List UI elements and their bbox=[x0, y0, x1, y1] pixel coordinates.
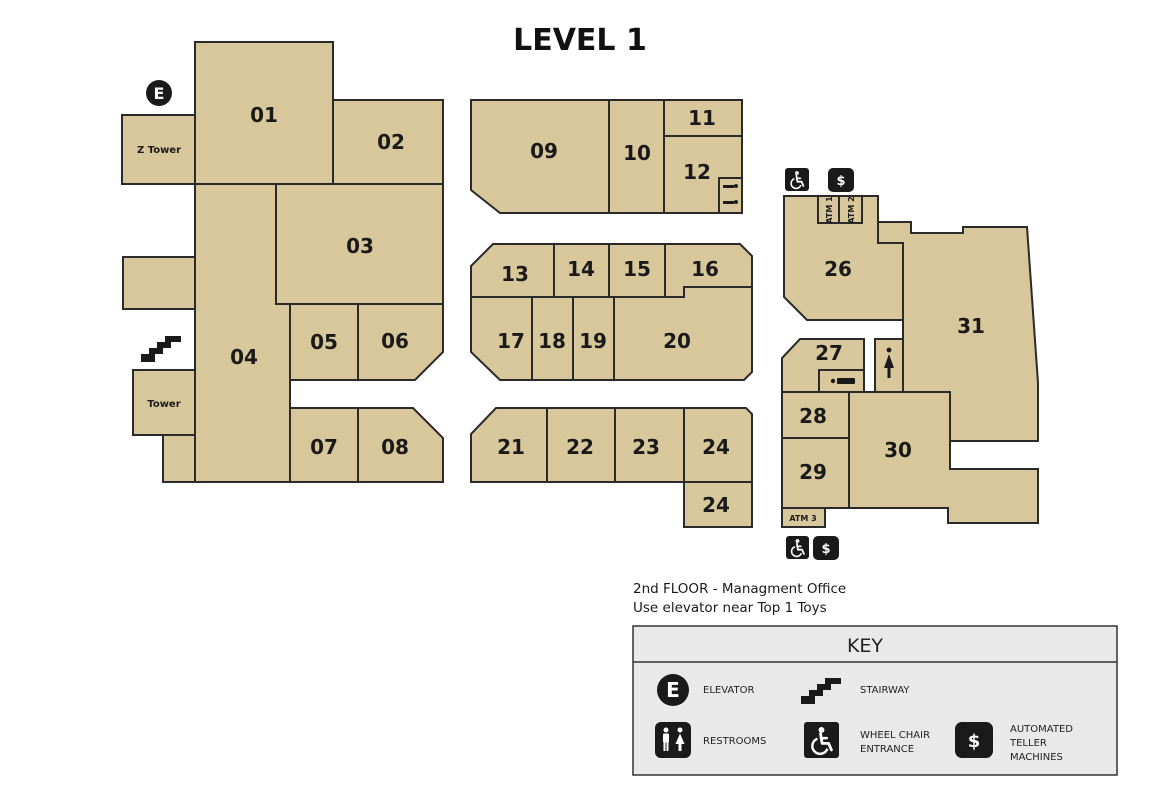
unit-01-label: 01 bbox=[250, 103, 278, 127]
key-restrooms-label: RESTROOMS bbox=[703, 736, 766, 747]
key-atm-label-2: TELLER bbox=[1009, 738, 1047, 749]
unit-09[interactable] bbox=[470, 99, 610, 214]
key-atm-label-3: MACHINES bbox=[1010, 752, 1063, 763]
unit-10-label: 10 bbox=[623, 141, 651, 165]
unit-12-label: 12 bbox=[683, 160, 711, 184]
restroom-icon[interactable] bbox=[818, 369, 865, 393]
unit-03[interactable] bbox=[275, 183, 444, 305]
west-annex[interactable] bbox=[122, 256, 196, 310]
unit-04[interactable] bbox=[194, 183, 291, 483]
key-box bbox=[632, 625, 1118, 776]
key-dollar-glyph: $ bbox=[968, 731, 981, 752]
dollar-icon-glyph: $ bbox=[821, 542, 830, 557]
unit-05-label: 05 bbox=[310, 330, 338, 354]
unit-06[interactable] bbox=[357, 303, 444, 381]
unit-20[interactable] bbox=[613, 286, 753, 381]
stairway-icon[interactable] bbox=[141, 336, 181, 362]
unit-19-label: 19 bbox=[579, 329, 607, 353]
unit-23-label: 23 bbox=[632, 435, 660, 459]
unit-17[interactable] bbox=[470, 296, 533, 381]
elevator-icon-glyph: E bbox=[154, 84, 165, 103]
unit-05[interactable] bbox=[289, 303, 359, 381]
unit-24-north-label: 24 bbox=[702, 435, 730, 459]
unit-31-label: 31 bbox=[957, 314, 985, 338]
map-key: KEY E ELEVATOR STAIRWAY RESTROOMS WHE bbox=[632, 625, 1118, 776]
management-note: 2nd FLOOR - Managment Office bbox=[633, 581, 846, 597]
tower-annex[interactable] bbox=[162, 434, 196, 483]
unit-31[interactable] bbox=[877, 221, 1039, 442]
unit-15-label: 15 bbox=[623, 257, 651, 281]
wheelchair-icon[interactable] bbox=[786, 536, 809, 559]
unit-06-label: 06 bbox=[381, 329, 409, 353]
atm-3[interactable] bbox=[781, 507, 826, 528]
unit-01[interactable] bbox=[194, 41, 334, 185]
unit-14-label: 14 bbox=[567, 257, 595, 281]
unit-19[interactable] bbox=[572, 296, 615, 381]
key-elevator-icon: E bbox=[657, 674, 689, 706]
dollar-icon[interactable]: $ bbox=[813, 536, 839, 560]
unit-17-label: 17 bbox=[497, 329, 525, 353]
map-title: LEVEL 1 bbox=[513, 23, 647, 58]
unit-20-label: 20 bbox=[663, 329, 691, 353]
unit-21-label: 21 bbox=[497, 435, 525, 459]
key-stairway-label: STAIRWAY bbox=[860, 685, 910, 696]
unit-26-label: 26 bbox=[824, 257, 852, 281]
unit-02[interactable] bbox=[332, 99, 444, 185]
unit-11-label: 11 bbox=[688, 106, 716, 130]
unit-28-label: 28 bbox=[799, 404, 827, 428]
z-tower[interactable] bbox=[121, 114, 196, 185]
atm-3-label: ATM 3 bbox=[789, 514, 816, 523]
key-dollar-icon: $ bbox=[955, 722, 993, 758]
wheelchair-icon[interactable] bbox=[785, 168, 809, 191]
unit-22[interactable] bbox=[546, 407, 616, 483]
key-wheelchair-label-2: ENTRANCE bbox=[860, 744, 914, 755]
z-tower-label: Z Tower bbox=[137, 145, 181, 156]
unit-18-label: 18 bbox=[538, 329, 566, 353]
key-restroom-icon bbox=[655, 722, 691, 758]
unit-23[interactable] bbox=[614, 407, 685, 483]
unit-03-label: 03 bbox=[346, 234, 374, 258]
key-elevator-glyph: E bbox=[666, 678, 680, 702]
unit-07-label: 07 bbox=[310, 435, 338, 459]
unit-29-label: 29 bbox=[799, 460, 827, 484]
atm-2[interactable] bbox=[838, 195, 863, 224]
unit-24-south[interactable] bbox=[683, 481, 753, 528]
unit-02-label: 02 bbox=[377, 130, 405, 154]
key-atm-label-1: AUTOMATED bbox=[1010, 724, 1073, 735]
key-title: KEY bbox=[847, 635, 883, 657]
unit-30-label: 30 bbox=[884, 438, 912, 462]
unit-24-south-label: 24 bbox=[702, 493, 730, 517]
atm-1-label: ATM 1 bbox=[825, 196, 834, 224]
elevator-icon[interactable]: E bbox=[146, 80, 172, 106]
unit-16-label: 16 bbox=[691, 257, 719, 281]
unit-21[interactable] bbox=[470, 407, 548, 483]
unit-24-north[interactable] bbox=[683, 407, 753, 483]
unit-11[interactable] bbox=[663, 99, 743, 137]
dollar-icon-glyph: $ bbox=[836, 174, 845, 189]
unit-08[interactable] bbox=[357, 407, 444, 483]
unit-30[interactable] bbox=[848, 391, 1039, 524]
tower[interactable] bbox=[132, 369, 196, 436]
restroom-icon[interactable] bbox=[718, 177, 743, 214]
key-wheelchair-icon bbox=[804, 722, 839, 758]
dollar-icon[interactable]: $ bbox=[828, 168, 854, 192]
unit-10[interactable] bbox=[608, 99, 665, 214]
key-elevator-label: ELEVATOR bbox=[703, 685, 754, 696]
elevator-note: Use elevator near Top 1 Toys bbox=[633, 600, 827, 616]
unit-22-label: 22 bbox=[566, 435, 594, 459]
restroom-icon[interactable] bbox=[874, 338, 904, 393]
unit-27-label: 27 bbox=[815, 341, 843, 365]
unit-08-label: 08 bbox=[381, 435, 409, 459]
key-wheelchair-label-1: WHEEL CHAIR bbox=[860, 730, 930, 741]
unit-28[interactable] bbox=[781, 391, 850, 439]
tower-label: Tower bbox=[147, 399, 180, 410]
atm-2-label: ATM 2 bbox=[847, 196, 856, 223]
unit-07[interactable] bbox=[289, 407, 359, 483]
unit-09-label: 09 bbox=[530, 139, 558, 163]
unit-04-label: 04 bbox=[230, 345, 258, 369]
unit-13-label: 13 bbox=[501, 262, 529, 286]
